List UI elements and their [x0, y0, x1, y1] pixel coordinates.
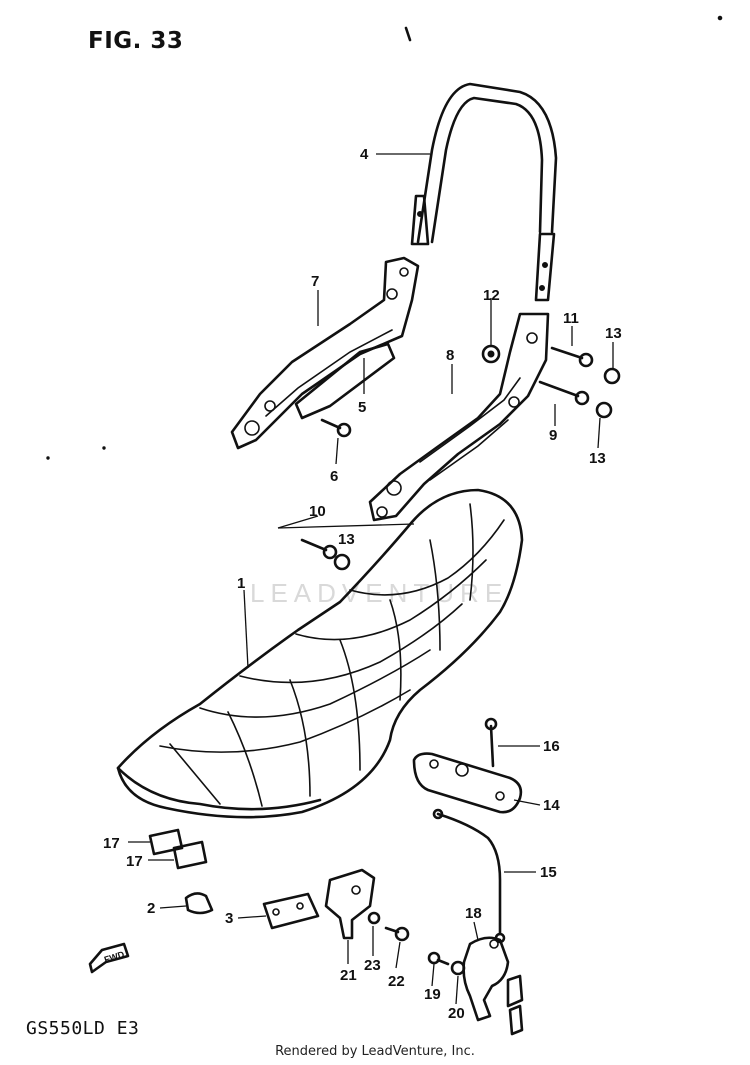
part-plate-3[interactable] [262, 892, 320, 930]
callout-17-a: 17 [103, 835, 120, 852]
fwd-label: FWD [103, 949, 126, 965]
watermark: LEADVENTURE [250, 578, 508, 608]
part-pad-17b[interactable] [172, 840, 208, 870]
part-hook-21[interactable] [324, 868, 376, 940]
callout-21: 21 [340, 967, 357, 984]
part-bolt-9[interactable] [538, 380, 590, 406]
part-bolt-6[interactable] [320, 418, 352, 438]
callout-14: 14 [543, 797, 560, 814]
part-pad[interactable] [294, 342, 396, 420]
callout-20: 20 [448, 1005, 465, 1022]
render-credit: Rendered by LeadVenture, Inc. [275, 1044, 475, 1059]
part-nut-23[interactable] [367, 911, 381, 925]
callout-15: 15 [540, 864, 557, 881]
fwd-arrow-icon: FWD [88, 942, 130, 974]
callout-3: 3 [225, 910, 233, 927]
callout-6: 6 [330, 468, 338, 485]
part-lock-18[interactable] [462, 936, 524, 1036]
callout-7: 7 [311, 273, 319, 290]
part-screw-19[interactable] [427, 951, 450, 966]
callout-18: 18 [465, 905, 482, 922]
part-cap-13a[interactable] [603, 367, 621, 385]
part-cap-13c[interactable] [333, 553, 351, 571]
part-cable[interactable] [432, 808, 506, 944]
part-left-bracket[interactable] [230, 256, 420, 450]
part-nut-12[interactable] [481, 344, 501, 364]
callout-19: 19 [424, 986, 441, 1003]
callout-9: 9 [549, 427, 557, 444]
part-screw-16[interactable] [484, 717, 498, 768]
callout-4: 4 [360, 146, 369, 163]
callout-10: 10 [309, 503, 326, 520]
callout-16: 16 [543, 738, 560, 755]
callout-23: 23 [364, 957, 381, 974]
callout-13-b: 13 [589, 450, 606, 467]
part-backrest-bar[interactable] [410, 82, 558, 302]
callout-2: 2 [147, 900, 155, 917]
callout-11: 11 [563, 310, 579, 327]
model-code: GS550LD E3 [26, 1018, 140, 1039]
part-bolt-11[interactable] [550, 346, 594, 368]
callout-22: 22 [388, 973, 405, 990]
callout-12: 12 [483, 287, 500, 304]
callout-8: 8 [446, 347, 454, 364]
callout-1: 1 [237, 575, 245, 592]
part-cushion-2[interactable] [184, 892, 214, 915]
callout-13-a: 13 [605, 325, 622, 342]
part-bolt-22[interactable] [384, 926, 410, 942]
callout-13-c: 13 [338, 531, 355, 548]
part-cap-13b[interactable] [595, 401, 613, 419]
part-seat[interactable] [116, 488, 524, 819]
part-bolt-10[interactable] [300, 538, 338, 560]
part-right-bracket[interactable] [368, 312, 550, 522]
part-pad-17a[interactable] [148, 828, 184, 856]
callout-5: 5 [358, 399, 366, 416]
part-washer-20[interactable] [450, 960, 466, 976]
figure-title: FIG. 33 [88, 28, 184, 54]
part-lock-plate[interactable] [412, 752, 523, 814]
callout-17-b: 17 [126, 853, 143, 870]
